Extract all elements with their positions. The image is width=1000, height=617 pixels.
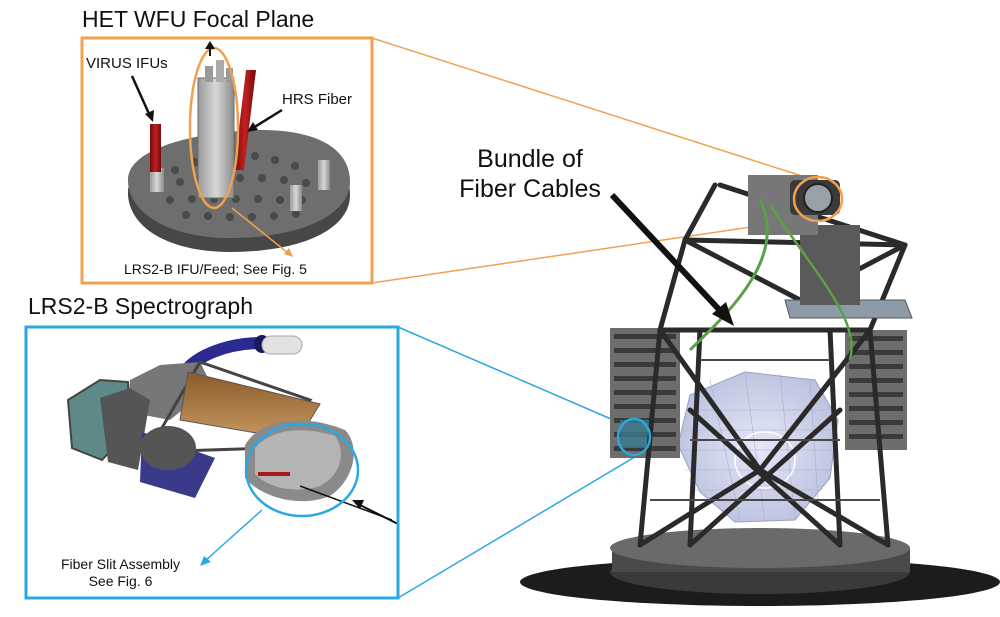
telescope-illustration — [520, 175, 1000, 606]
spectrograph-connector-bottom — [397, 454, 639, 599]
focal-plane-connector-top — [371, 37, 809, 179]
virus-ifu-fiber — [150, 124, 161, 172]
bundle-arrow — [609, 192, 734, 326]
fiber-slit-label: Fiber Slit Assembly See Fig. 6 — [28, 556, 213, 590]
lrs2-feed-label: LRS2-B IFU/Feed; See Fig. 5 — [124, 261, 307, 277]
fiber-slit-label-line1: Fiber Slit Assembly — [60, 556, 181, 572]
lrs2-ifu-tower — [197, 77, 235, 199]
bundle-label-line1: Bundle of — [477, 145, 583, 173]
spectrograph-connector-top — [397, 326, 626, 426]
left-rack — [610, 328, 680, 458]
spectrograph-title: LRS2-B Spectrograph — [28, 293, 254, 319]
focal-plane-inset-art — [127, 41, 351, 257]
virus-ifus-label: VIRUS IFUs — [86, 55, 168, 72]
focal-plane-frame — [80, 36, 374, 285]
hrs-fiber-label: HRS Fiber — [282, 91, 353, 108]
focal-plane-connector-bottom — [371, 217, 813, 284]
hrs-fiber — [234, 70, 256, 170]
spectrograph-highlight — [616, 417, 652, 457]
bundle-label-line2: Fiber Cables — [459, 175, 601, 203]
focal-plane-title: HET WFU Focal Plane — [82, 6, 315, 32]
fiber-slit-label-line2: See Fig. 6 — [88, 572, 153, 589]
spectrograph-inset-art — [66, 335, 399, 566]
fiber-bundle-cable — [688, 199, 769, 352]
spectrograph-frame — [24, 325, 400, 600]
bundle-label: Bundle of Fiber Cables — [440, 144, 620, 204]
focal-plane-highlight — [792, 175, 844, 223]
